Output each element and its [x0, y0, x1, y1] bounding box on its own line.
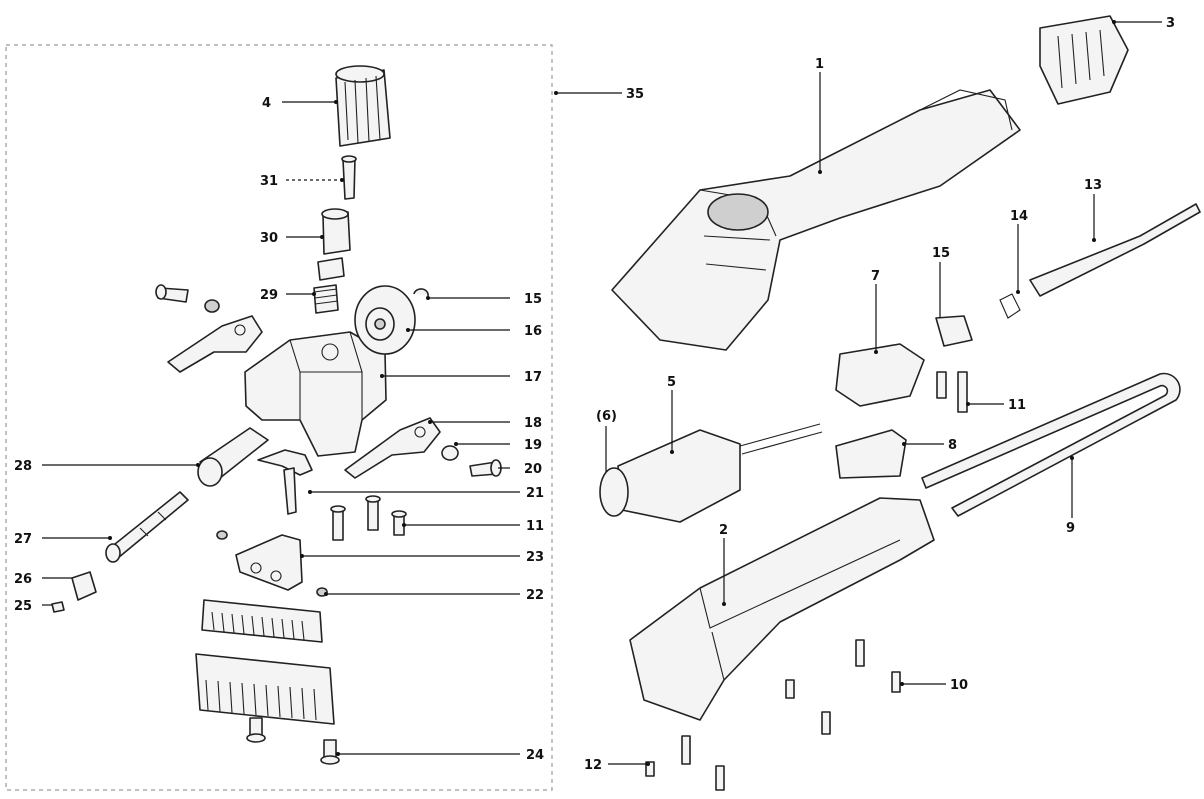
- label-part-23: 22: [526, 588, 544, 603]
- label-part-10: 10: [950, 678, 968, 693]
- mains-cable: [999, 203, 1201, 319]
- label-part-22: 21: [526, 486, 544, 501]
- cutter-blade: [201, 599, 323, 643]
- left-lever: [167, 315, 263, 373]
- terminal-block: [935, 315, 973, 413]
- label-part-25: 24: [526, 748, 544, 763]
- drive-shaft: [105, 491, 189, 563]
- label-part-32: 31: [260, 174, 278, 189]
- label-part-14: 14: [1010, 209, 1028, 224]
- label-part-27: 26: [14, 572, 32, 587]
- tension-spring: [313, 284, 339, 314]
- label-part-4: 4: [262, 96, 271, 111]
- label-part-19: 18: [524, 416, 542, 431]
- small-pin: [51, 601, 65, 613]
- top-cover: [1039, 15, 1129, 105]
- right-lever: [344, 417, 441, 479]
- comb-blade: [195, 653, 335, 725]
- label-part-11-right: 11: [1008, 398, 1026, 413]
- eccentric-shaft: [197, 427, 269, 487]
- label-part-5: 5: [667, 375, 676, 390]
- head-casting: [244, 331, 387, 457]
- label-part-35: 35: [626, 87, 644, 102]
- tension-pin: [341, 155, 357, 200]
- label-part-31: 30: [260, 231, 278, 246]
- label-part-7: 7: [871, 269, 880, 284]
- lower-screws: [330, 495, 407, 541]
- side-screw: [469, 459, 502, 477]
- label-part-17: 16: [524, 324, 542, 339]
- label-part-13: 13: [1084, 178, 1102, 193]
- switch-plate: [835, 429, 907, 479]
- label-part-1: 1: [815, 57, 824, 72]
- leader-dots: [108, 20, 1116, 766]
- label-part-9: 9: [1066, 521, 1075, 536]
- drive-wheel: [354, 285, 416, 355]
- comb-screws: [246, 717, 340, 765]
- tension-knob: [335, 65, 391, 147]
- leader-lines: [42, 21, 1162, 765]
- tension-nut: [317, 208, 351, 281]
- label-part-29: 28: [14, 459, 32, 474]
- label-part-26: 25: [14, 599, 32, 614]
- comb-holder: [216, 530, 328, 597]
- shaft-block: [71, 571, 97, 601]
- label-part-24: 23: [526, 550, 544, 565]
- blade-head-assembly-frame: [5, 44, 553, 791]
- label-part-3: 3: [1166, 16, 1175, 31]
- label-part-28: 27: [14, 532, 32, 547]
- motor: [599, 423, 823, 523]
- label-part-30: 29: [260, 288, 278, 303]
- bushing: [441, 445, 459, 461]
- label-part-15: 15: [932, 246, 950, 261]
- label-part-16: 15: [524, 292, 542, 307]
- hanger-loop: [921, 372, 1181, 517]
- part-labels: 4 31 30 29 15 16 17 18 19 20 21 11 23 22…: [14, 16, 1175, 773]
- label-part-20: 19: [524, 438, 542, 453]
- housing-lower: [629, 497, 935, 721]
- label-part-6: (6): [596, 409, 617, 424]
- label-part-8: 8: [948, 438, 957, 453]
- label-part-21: 20: [524, 462, 542, 477]
- housing-upper: [611, 89, 1021, 351]
- upper-screw-and-washer: [155, 284, 220, 313]
- label-part-2: 2: [719, 523, 728, 538]
- label-part-12: 12: [584, 758, 602, 773]
- circlip: [413, 288, 429, 297]
- label-part-11-left: 11: [526, 519, 544, 534]
- fork-lever: [257, 449, 313, 515]
- housing-screws: [645, 639, 901, 791]
- switch-unit: [835, 343, 925, 407]
- label-part-18: 17: [524, 370, 542, 385]
